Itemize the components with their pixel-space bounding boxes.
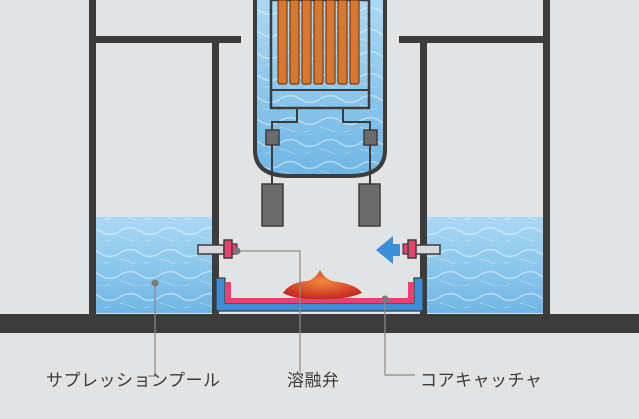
reactor-pressure-vessel <box>253 0 387 178</box>
pool-pipe-right <box>413 244 441 255</box>
basemat-floor <box>0 314 639 333</box>
fusible-valve-right <box>402 239 417 259</box>
pool-pipe-left <box>197 244 225 255</box>
control-rod-drive-left <box>261 129 284 227</box>
leader-lines <box>148 250 415 377</box>
control-rod-drive-right <box>358 129 381 227</box>
water-flow-arrow <box>376 236 400 264</box>
suppression-pool-right <box>427 217 543 313</box>
molten-corium <box>283 270 362 300</box>
fuel-rods <box>277 0 360 85</box>
label-suppression-pool: サプレッションプール <box>46 371 221 391</box>
containment-structure <box>89 0 550 318</box>
label-core-catcher: コアキャッチャ <box>420 371 543 391</box>
label-fusible-valve: 溶融弁 <box>287 371 340 391</box>
leader-dots <box>151 247 389 303</box>
core-shroud <box>269 0 371 110</box>
suppression-pool-left <box>96 217 212 313</box>
